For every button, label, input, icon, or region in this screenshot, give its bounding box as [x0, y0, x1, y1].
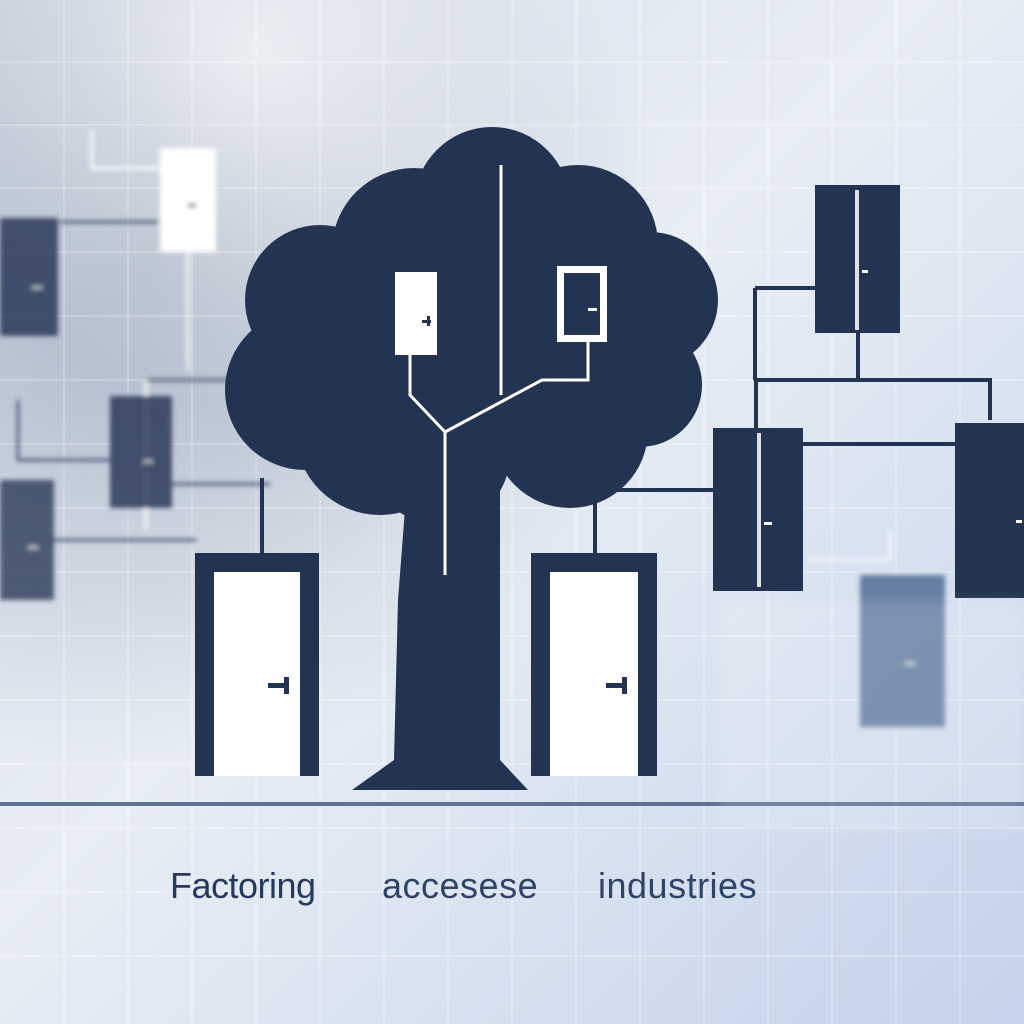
tree-circuit-lines: [408, 165, 590, 575]
left-door-4: [0, 480, 54, 600]
left-door-3: [110, 396, 172, 508]
tree-door-2: [557, 266, 607, 342]
tree-silhouette: [225, 127, 718, 790]
door-connectors: [260, 478, 714, 555]
caption-word-1: Factoring: [170, 865, 316, 906]
caption-word-3: industries: [598, 865, 758, 906]
large-door-left: [195, 553, 319, 776]
large-door-right: [531, 553, 657, 776]
left-network: [0, 130, 270, 600]
left-door-2: [0, 218, 58, 336]
ground-line: [0, 802, 1024, 806]
left-door-1: [160, 148, 216, 252]
right-door-1: [815, 185, 900, 333]
tree-door-1: [395, 272, 437, 355]
right-door-2: [713, 428, 803, 591]
caption-word-2: accesese: [382, 865, 539, 906]
right-door-3: [955, 423, 1024, 598]
